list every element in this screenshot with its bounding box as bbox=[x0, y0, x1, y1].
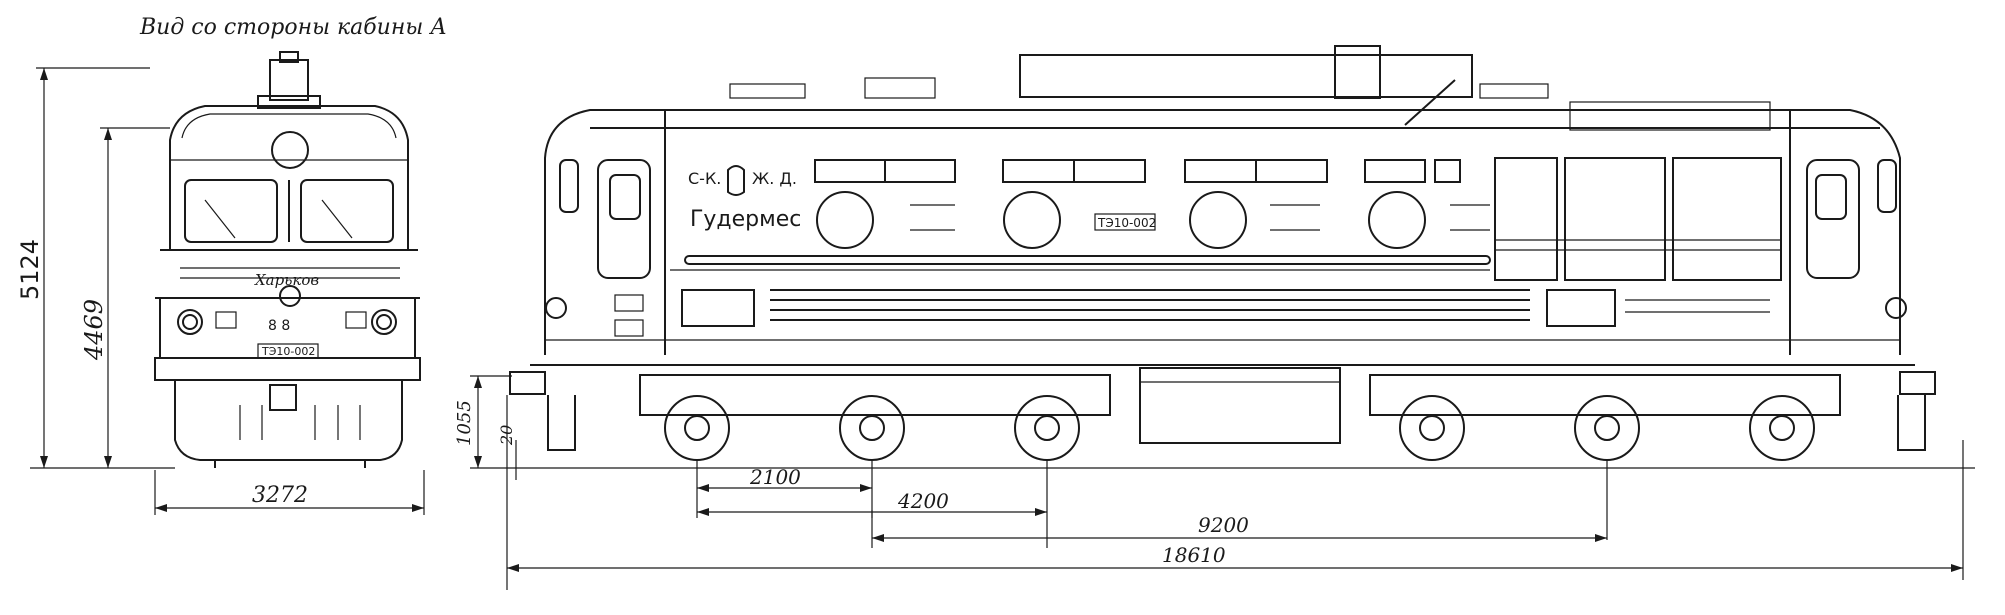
dim-length-over-buffers: 18610 bbox=[1162, 543, 1226, 567]
dim-bogie-base: 4200 bbox=[897, 489, 949, 513]
railway-mark-right: Ж. Д. bbox=[752, 169, 797, 188]
dim-front-width: 3272 bbox=[252, 483, 308, 508]
dim-axle-base: 2100 bbox=[749, 465, 801, 489]
dim-bogie-centers: 9200 bbox=[1198, 513, 1249, 537]
side-number-plate: ТЭ10-002 bbox=[1097, 216, 1156, 230]
front-lamp-marks: 8 8 bbox=[268, 318, 290, 334]
side-view: С-К. Ж. Д. Гудермес ТЭ10-002 bbox=[454, 45, 1975, 590]
caption-view-side: Вид со стороны кабины А bbox=[139, 15, 447, 40]
dim-front-body-height: 4469 bbox=[80, 299, 108, 361]
dim-buffer-height: 1055 bbox=[454, 400, 475, 446]
dim-front-total-height: 5124 bbox=[16, 239, 44, 300]
railway-mark-left: С-К. bbox=[688, 169, 721, 188]
front-view: 5124 4469 3272 Харьков bbox=[16, 51, 425, 515]
depot-name: Гудермес bbox=[690, 207, 801, 232]
front-number-plate: ТЭ10-002 bbox=[261, 345, 315, 358]
front-logo: Харьков bbox=[254, 271, 319, 289]
